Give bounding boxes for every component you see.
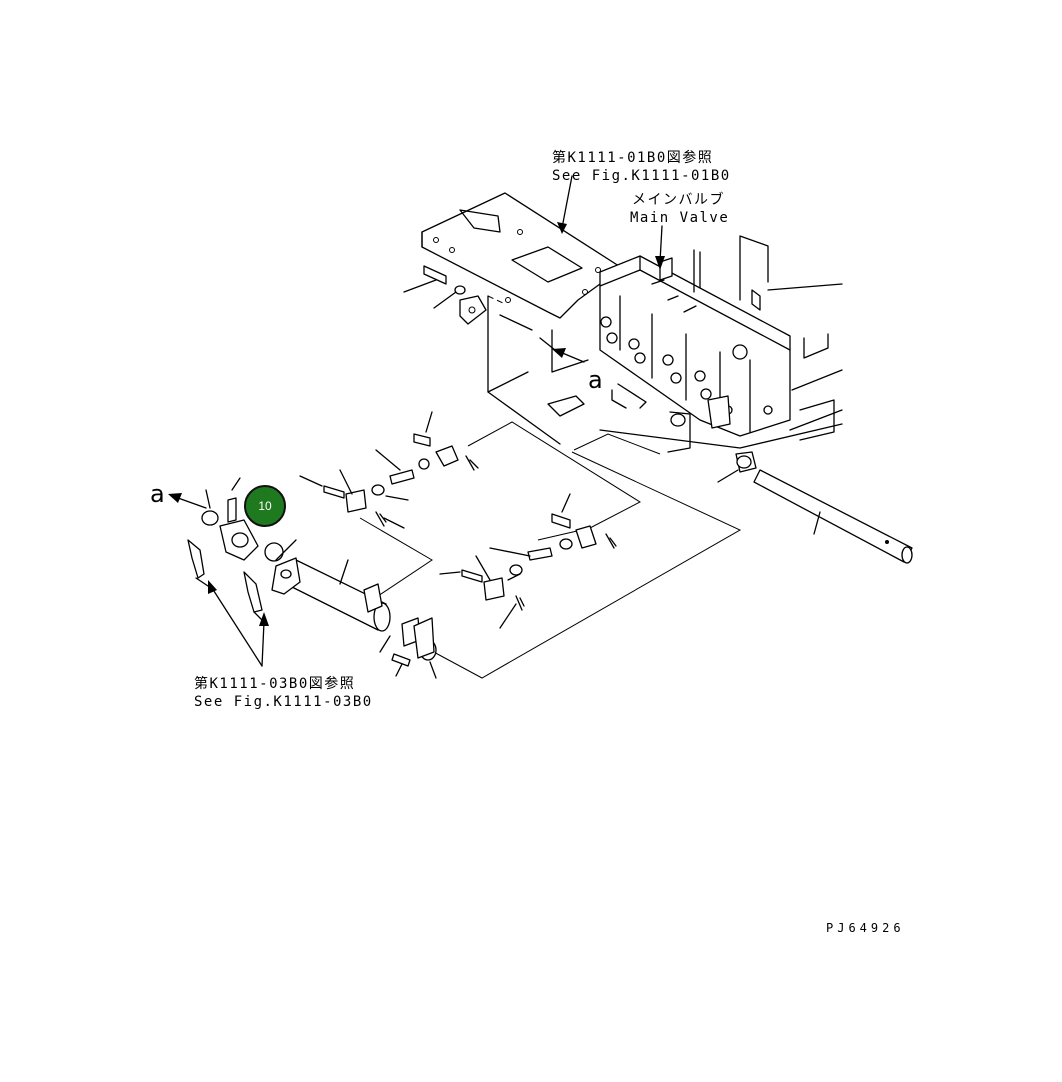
callout-main-valve: メインバルブ Main Valve	[630, 191, 729, 226]
callout-top-reference: 第K1111-01B0図参照 See Fig.K1111-01B0	[552, 149, 731, 184]
leader-arrows	[168, 175, 665, 667]
top-ref-en: See Fig.K1111-01B0	[552, 168, 731, 184]
main-valve-en: Main Valve	[630, 210, 729, 226]
view-marker-left: a	[150, 480, 165, 508]
main-valve-jp: メインバルブ	[632, 191, 725, 208]
bottom-ref-jp: 第K1111-03B0図参照	[194, 675, 355, 692]
top-ref-jp: 第K1111-01B0図参照	[552, 149, 713, 166]
lever-assembly	[187, 477, 437, 679]
frame-plate	[421, 192, 623, 319]
part-number-badge[interactable]: 10	[244, 485, 286, 527]
callout-bottom-reference: 第K1111-03B0図参照 See Fig.K1111-03B0	[194, 675, 373, 710]
control-rod	[717, 451, 913, 564]
support-bracket	[487, 295, 589, 445]
upper-link-parts	[299, 411, 479, 529]
assembly-outline-lines	[359, 421, 742, 679]
frame-bolt	[403, 265, 487, 325]
right-structure	[599, 235, 843, 453]
main-valve	[599, 255, 791, 437]
bottom-ref-en: See Fig.K1111-03B0	[194, 694, 373, 710]
middle-link-parts	[439, 493, 617, 629]
view-marker-center: a	[588, 366, 603, 394]
part-number-label: 10	[258, 499, 272, 513]
drawing-code: PJ64926	[826, 921, 905, 935]
